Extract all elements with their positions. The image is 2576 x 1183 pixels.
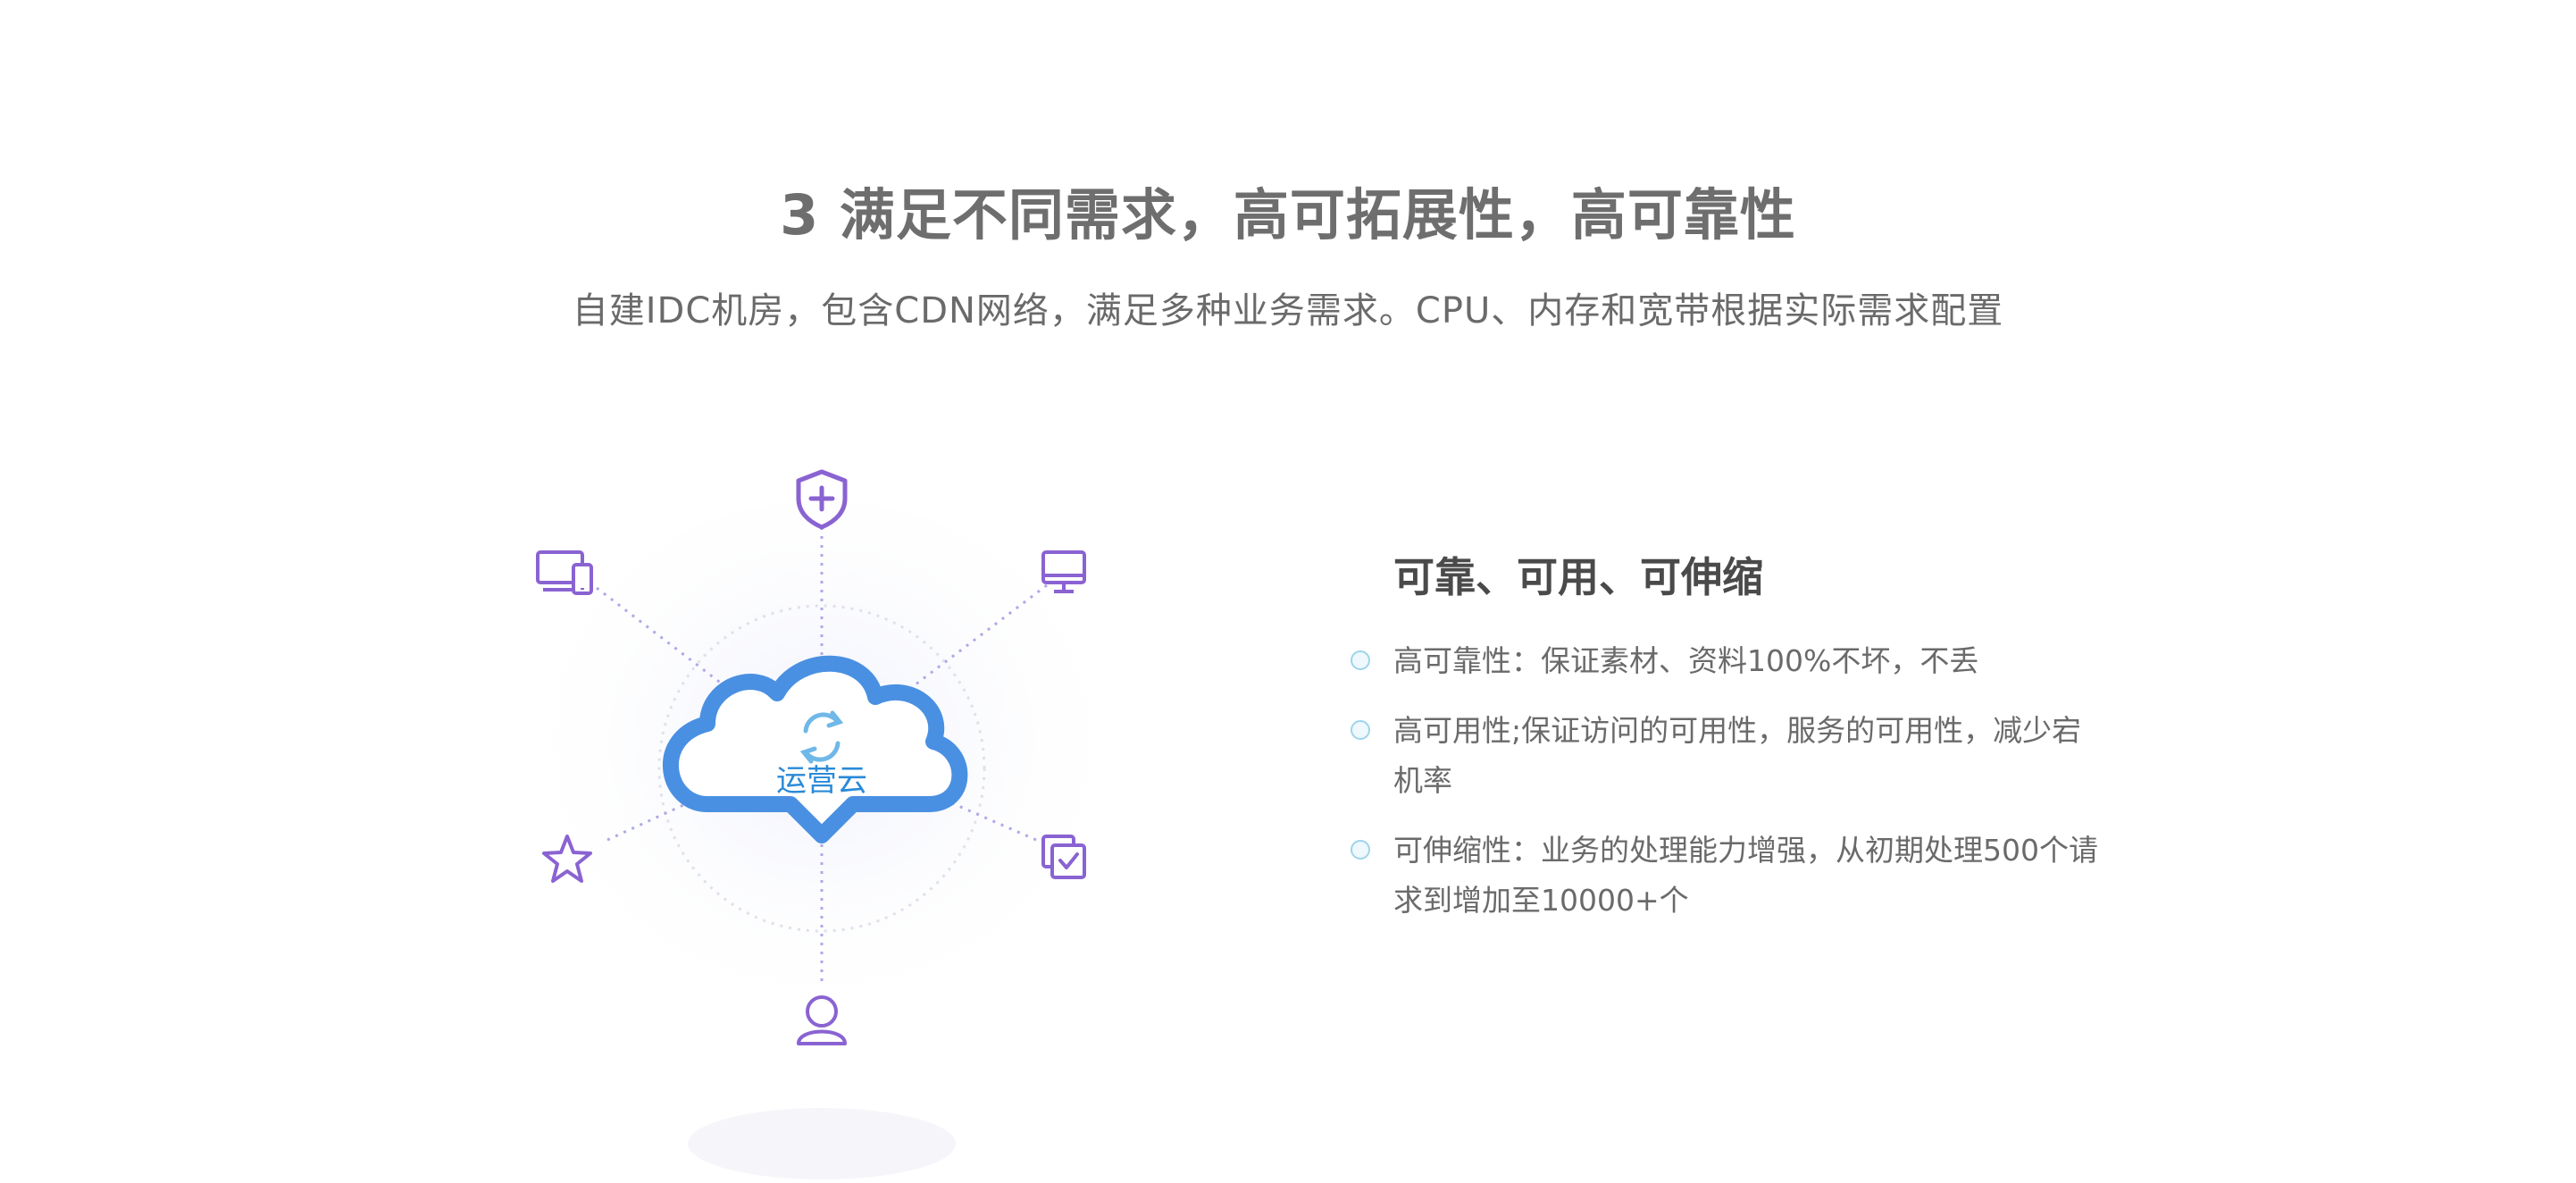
features-title: 可靠、可用、可伸缩 [1393,553,1763,601]
checklist-icon [1041,835,1086,879]
bullet-circle-icon [1351,650,1370,670]
user-icon [797,995,847,1045]
feature-item-availability: 高可用性;保证访问的可用性，服务的可用性，减少宕机率 [1340,706,2108,806]
bottom-haze [688,1108,956,1179]
features-panel: 可靠、可用、可伸缩 高可靠性：保证素材、资料100%不坏，不丢 高可用性;保证访… [1340,545,2108,945]
bullet-circle-icon [1351,840,1370,860]
section-subtitle: 自建IDC机房，包含CDN网络，满足多种业务需求。CPU、内存和宽带根据实际需求… [572,290,2004,331]
feature-text: 高可用性;保证访问的可用性，服务的可用性，减少宕机率 [1393,713,2082,798]
devices-icon [536,550,593,595]
cloud-diagram: 运营云 [500,447,1143,1179]
cloud-label: 运营云 [776,763,867,799]
feature-item-scalability: 可伸缩性：业务的处理能力增强，从初期处理500个请求到增加至10000+个 [1340,826,2108,926]
bullet-circle-icon [1351,720,1370,740]
feature-list: 高可靠性：保证素材、资料100%不坏，不丢 高可用性;保证访问的可用性，服务的可… [1340,636,2108,926]
monitor-icon [1041,550,1086,593]
star-icon [542,835,592,883]
orbit-circle [657,604,986,933]
feature-text: 可伸缩性：业务的处理能力增强，从初期处理500个请求到增加至10000+个 [1393,833,2098,918]
shield-plus-icon [796,469,848,530]
refresh-icon [799,710,844,764]
section-title: 3 满足不同需求，高可拓展性，高可靠性 [780,182,1796,248]
feature-item-reliability: 高可靠性：保证素材、资料100%不坏，不丢 [1340,636,2108,686]
feature-text: 高可靠性：保证素材、资料100%不坏，不丢 [1393,643,1979,678]
